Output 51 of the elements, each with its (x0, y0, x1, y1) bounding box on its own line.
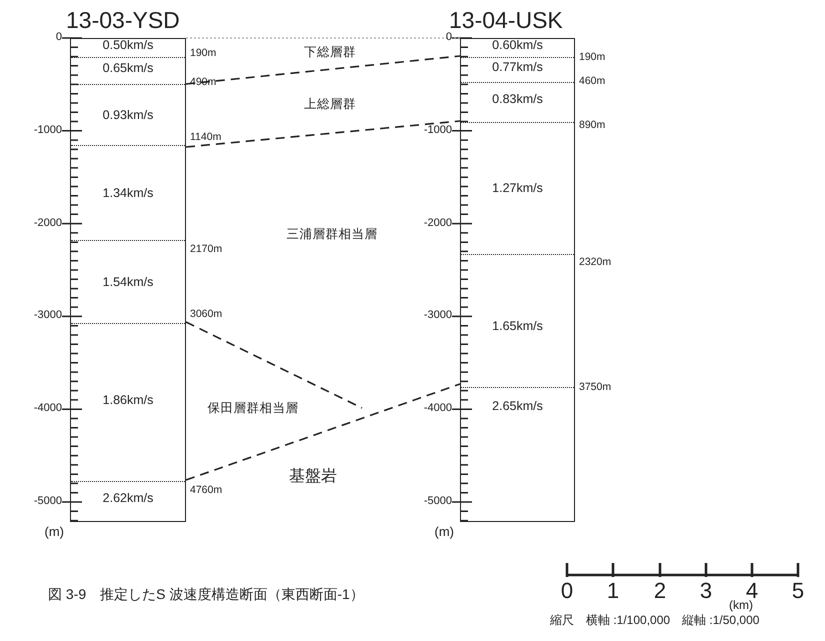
velocity-label: 0.50km/s (102, 38, 154, 52)
depth-label: 3750m (579, 381, 612, 393)
formation-label: 三浦層群相当層 (286, 226, 378, 243)
velocity-label: 0.93km/s (102, 108, 154, 122)
depth-label: 4760m (190, 484, 222, 496)
depth-tick-label: -2000 (424, 216, 452, 229)
scale-number: 0 (560, 578, 574, 604)
depth-tick-label: -4000 (424, 402, 452, 414)
velocity-label: 1.34km/s (102, 186, 154, 200)
formation-label: 上総層群 (304, 96, 356, 113)
unit-label: (m) (44, 524, 64, 539)
depth-label: 890m (579, 118, 606, 131)
velocity-label: 0.60km/s (492, 38, 543, 52)
velocity-label: 0.77km/s (492, 60, 543, 74)
figure-caption: 図 3-9 推定したS 波速度構造断面（東西断面-1） (48, 586, 364, 604)
depth-label: 3060m (190, 308, 222, 320)
borehole-name: 13-03-YSD (66, 7, 180, 34)
scale-number: 2 (654, 578, 666, 604)
depth-tick-label: -1000 (424, 124, 452, 136)
scale-number: 1 (606, 578, 620, 604)
velocity-label: 1.54km/s (102, 275, 154, 290)
depth-tick-label: -5000 (34, 495, 62, 507)
scale-note: 縮尺 横軸 :1/100,000 縦軸 :1/50,000 (550, 612, 760, 629)
depth-tick-label: -2000 (34, 216, 62, 229)
velocity-label: 1.27km/s (492, 181, 543, 196)
formation-label: 下総層群 (304, 44, 356, 61)
depth-tick-label: 0 (446, 31, 452, 43)
formation-label: 基盤岩 (289, 466, 337, 487)
depth-tick-label: 0 (56, 31, 62, 43)
depth-tick-label: -3000 (34, 309, 62, 322)
depth-label: 2170m (190, 243, 222, 256)
velocity-label: 1.86km/s (102, 393, 154, 408)
depth-label: 2320m (579, 256, 612, 268)
depth-tick-label: -4000 (34, 402, 62, 414)
scale-number: 3 (700, 578, 712, 604)
velocity-label: 2.65km/s (492, 398, 543, 412)
depth-label: 190m (190, 46, 216, 59)
unit-label: (m) (434, 524, 454, 539)
borehole-name: 13-04-USK (449, 7, 563, 33)
depth-tick-label: -1000 (34, 124, 62, 136)
depth-label: 1140m (190, 130, 222, 143)
velocity-label: 1.65km/s (492, 319, 543, 334)
scale-number: 5 (792, 578, 804, 604)
velocity-label: 0.83km/s (492, 92, 543, 106)
formation-label: 保田層群相当層 (208, 400, 298, 417)
velocity-label: 2.62km/s (102, 491, 154, 506)
depth-label: 190m (579, 50, 606, 63)
depth-tick-label: -5000 (424, 495, 452, 507)
depth-label: 460m (579, 74, 606, 87)
velocity-label: 0.65km/s (102, 61, 154, 76)
depth-tick-label: -3000 (424, 309, 452, 322)
